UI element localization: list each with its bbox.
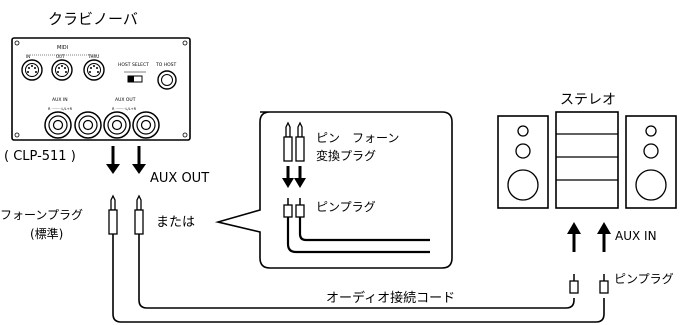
aux-in-r-jack	[44, 111, 72, 139]
panel-aux-out-channels: R ·········L/L+R	[112, 107, 137, 111]
pin-plug-right	[599, 273, 609, 294]
aux-out-label: AUX OUT	[150, 171, 209, 186]
stereo-label: ステレオ	[560, 92, 616, 108]
pin-plug-left	[569, 273, 579, 294]
panel-aux-out: AUX OUT	[115, 97, 136, 103]
aux-in-label: AUX IN	[615, 229, 657, 243]
aux-out-r-jack	[103, 111, 131, 139]
inset-cables	[286, 217, 430, 254]
panel-midi-out: OUT	[56, 54, 65, 59]
adapter-label-1: ピン フォーン	[316, 131, 399, 145]
midi-thru-port	[83, 59, 105, 81]
aux-out-l-jack	[132, 111, 160, 139]
phone-plug-left	[108, 195, 118, 235]
panel-host-select: HOST SELECT	[118, 62, 149, 68]
audio-cord-label: オーディオ接続コード	[326, 290, 455, 306]
adapter-label-2: 変換プラグ	[316, 148, 376, 163]
rear-panel: MIDI IN OUT THRU HOST SELECT TO HOST AUX…	[11, 37, 191, 141]
stereo-system	[497, 111, 677, 209]
midi-out-port	[51, 59, 73, 81]
panel-midi-in: IN	[26, 54, 30, 59]
pin-plug-label: ピンプラグ	[614, 272, 674, 286]
aux-in-l-jack	[74, 111, 102, 139]
phone-plug-right	[134, 195, 144, 235]
panel-aux-in: AUX IN	[52, 97, 68, 103]
inset-arrows	[282, 166, 306, 188]
clavinova-label: クラビノーバ	[48, 10, 138, 28]
or-label: または	[156, 215, 195, 230]
midi-in-port	[21, 59, 43, 81]
stereo-amplifier	[555, 111, 619, 209]
aux-in-arrows	[567, 222, 611, 252]
panel-midi-thru: THRU	[87, 54, 99, 59]
standard-label: (標準)	[30, 226, 63, 241]
aux-out-arrows	[106, 146, 146, 174]
inset-pin-plug-label: ピンプラグ	[316, 200, 376, 214]
inset-box	[214, 111, 453, 269]
panel-to-host: TO HOST	[155, 62, 177, 68]
phone-plug-label: フォーンプラグ	[0, 208, 83, 222]
panel-midi-label: MIDI	[57, 45, 68, 51]
panel-aux-in-channels: R ·········L/L+R	[48, 107, 73, 111]
audio-cords	[112, 234, 605, 323]
model-label: ( CLP-511 )	[4, 149, 76, 164]
